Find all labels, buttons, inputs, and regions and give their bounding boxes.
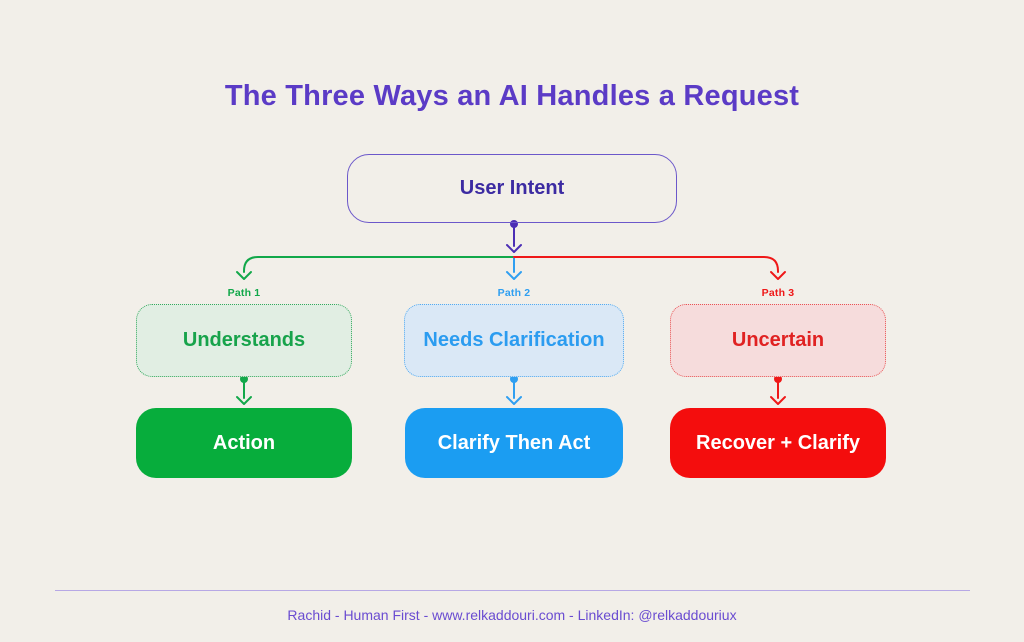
connector-elbow [243,256,515,273]
connector-clarification-to-clarify [506,375,522,405]
connector-origin-dot [774,375,782,383]
arrow-down-icon [770,396,786,405]
connector-origin-dot [240,375,248,383]
outcome-label: Action [212,431,276,454]
connector-path-2 [506,256,522,280]
condition-node-understands: Understands [136,304,352,377]
path-1-label: Path 1 [227,287,261,299]
arrow-down-icon [506,271,522,280]
condition-node-uncertain: Uncertain [670,304,886,377]
connector-path-3 [513,256,786,280]
outcome-node-recover-clarify: Recover + Clarify [670,408,886,478]
path-3-label: Path 3 [761,287,795,299]
outcome-label: Clarify Then Act [437,431,591,454]
condition-label: Understands [182,329,306,351]
outcome-label: Recover + Clarify [696,431,860,454]
condition-label: Uncertain [731,329,825,351]
connector-elbow [513,256,779,273]
footer-divider [55,590,970,591]
connector-understands-to-action [236,375,252,405]
outcome-node-clarify-then-act: Clarify Then Act [405,408,623,478]
root-node-user-intent: User Intent [347,154,677,223]
connector-root-to-split [506,220,522,253]
connector-uncertain-to-recover [770,375,786,405]
root-node-label: User Intent [459,177,565,199]
arrow-down-icon [506,396,522,405]
path-2-label: Path 2 [497,287,531,299]
arrow-down-icon [236,396,252,405]
connector-path-1 [236,256,515,280]
arrow-down-icon [770,271,786,280]
arrow-down-icon [236,271,252,280]
arrow-down-icon [506,244,522,253]
diagram-title: The Three Ways an AI Handles a Request [224,80,800,112]
footer-credit: Rachid - Human First - www.relkaddouri.c… [287,607,737,623]
condition-label: Needs Clarification [423,329,605,351]
connector-origin-dot [510,375,518,383]
outcome-node-action: Action [136,408,352,478]
condition-node-needs-clarification: Needs Clarification [404,304,624,377]
